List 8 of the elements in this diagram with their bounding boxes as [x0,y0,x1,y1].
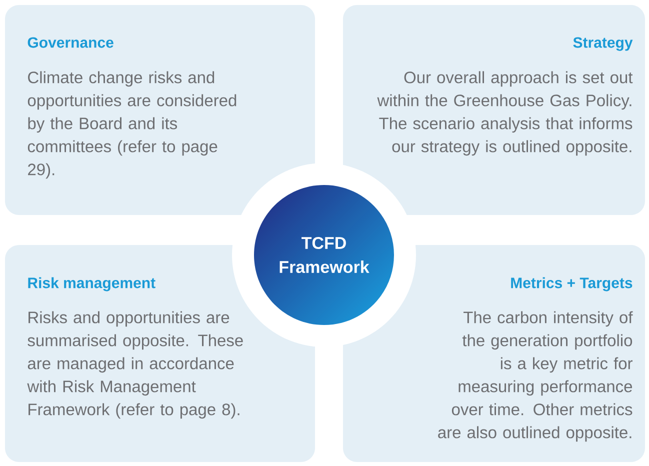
panel-heading: Metrics + Targets [511,277,632,292]
panel-text: The carbon intensity of the generation portfolio is a key metric for measuring performance over time. Other metrics are also outlined opposite. [438,311,633,442]
info-panel [5,5,315,215]
panel-heading: Strategy [573,37,633,51]
panel-heading: Governance [28,37,114,48]
panel-text: Our overall approach is set out within the Greenhouse Gas Policy. The scenario analysis that informs our strategy is outlined opposite. [377,71,633,156]
info-panel [343,5,645,215]
panel-heading: Risk management [28,277,156,292]
